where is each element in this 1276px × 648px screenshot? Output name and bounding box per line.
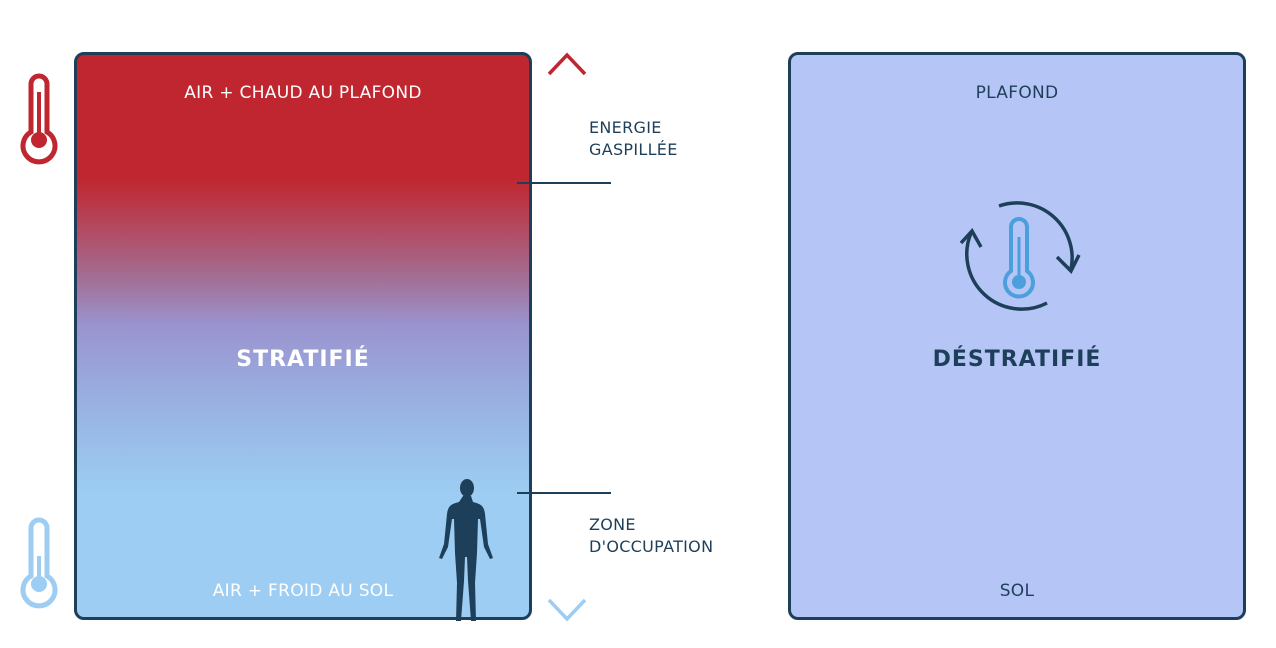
floor-label: SOL [999, 581, 1035, 601]
occupation-zone-line-1: ZONE [589, 515, 636, 534]
hot-thermometer-icon [20, 73, 58, 165]
destratified-room-panel: PLAFOND DÉSTRATIFIÉ SOL [788, 52, 1246, 620]
cold-floor-label: AIR + FROID AU SOL [212, 581, 394, 601]
wasted-energy-line-2: GASPILLÉE [589, 140, 678, 159]
wasted-energy-label: ENERGIE GASPILLÉE [589, 117, 678, 161]
occupation-zone-label: ZONE D'OCCUPATION [589, 514, 713, 558]
warm-ceiling-label: AIR + CHAUD AU PLAFOND [184, 83, 422, 103]
person-icon [439, 479, 493, 621]
recirculation-thermometer-icon [959, 201, 1081, 311]
lower-zone-divider [517, 492, 611, 494]
upper-zone-divider [517, 182, 611, 184]
stratified-title: STRATIFIÉ [236, 347, 370, 372]
wasted-energy-line-1: ENERGIE [589, 118, 662, 137]
stratified-room-panel: AIR + CHAUD AU PLAFOND STRATIFIÉ AIR + F… [74, 52, 532, 621]
occupation-zone-line-2: D'OCCUPATION [589, 537, 714, 556]
cold-thermometer-icon [20, 517, 58, 609]
ceiling-label: PLAFOND [975, 83, 1059, 103]
stratification-arrow [547, 52, 587, 622]
destratified-title: DÉSTRATIFIÉ [932, 347, 1102, 372]
